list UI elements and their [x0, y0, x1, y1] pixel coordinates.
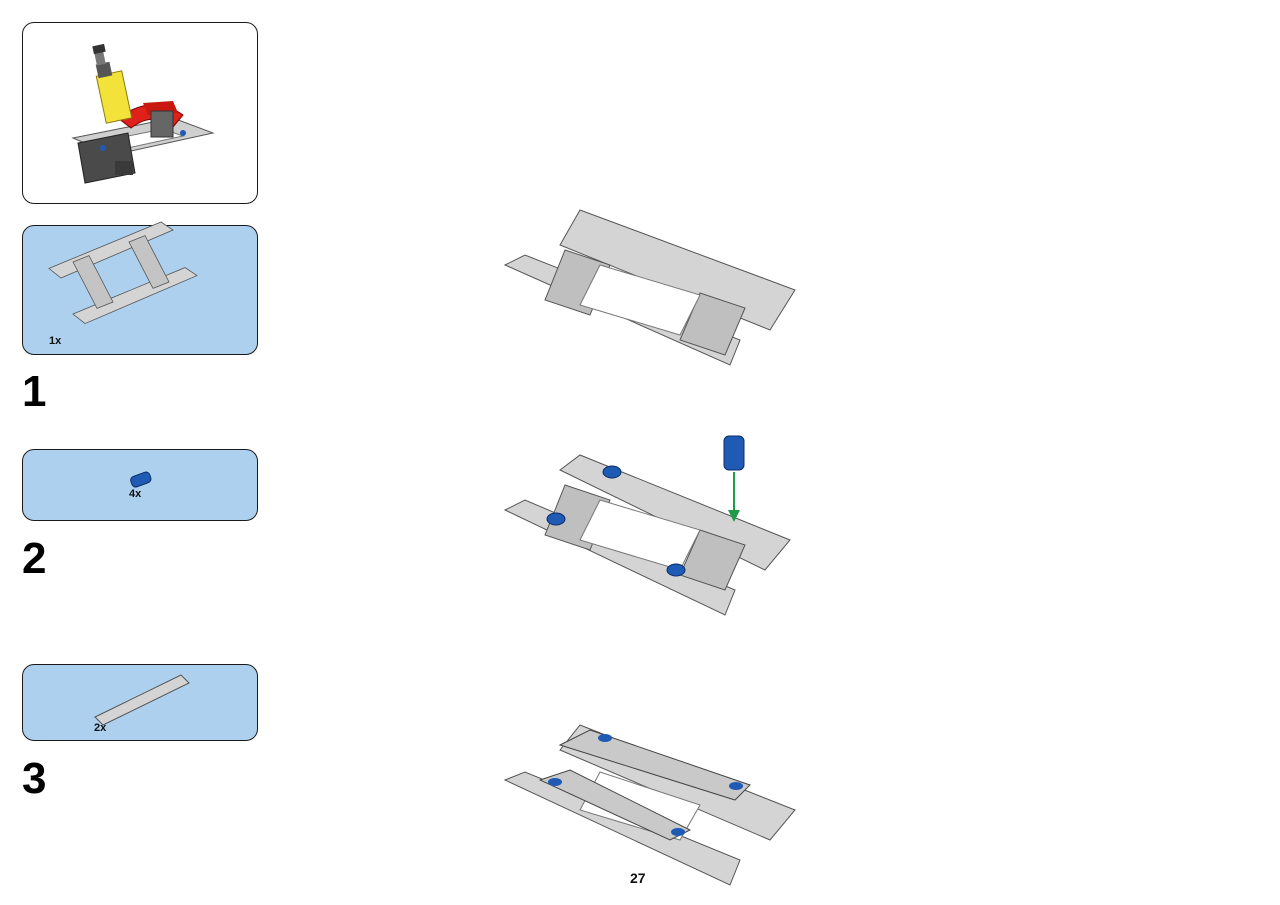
blue-pin	[666, 563, 686, 577]
step-number: 2	[22, 534, 47, 583]
step-number: 3	[22, 754, 47, 803]
step-3-illustration	[503, 724, 796, 886]
part-quantity: 2x	[94, 722, 107, 734]
blue-pin	[671, 828, 685, 836]
blue-pin	[602, 465, 622, 479]
part-quantity: 1x	[49, 335, 62, 347]
blue-pin	[546, 512, 566, 526]
page-number: 27	[630, 870, 646, 886]
step-3-parts-panel: 2x	[22, 664, 258, 741]
model-preview-image	[71, 43, 215, 184]
blue-pin	[723, 435, 745, 471]
step-number: 1	[22, 367, 47, 416]
model-preview-panel	[22, 22, 258, 204]
frame-part-image	[48, 221, 198, 325]
part-quantity: 4x	[129, 488, 142, 500]
step-1-illustration	[503, 209, 796, 366]
beam-part-image	[94, 674, 190, 726]
blue-pin	[729, 782, 743, 790]
blue-pin	[548, 778, 562, 786]
step-2-parts-panel: 4x	[22, 449, 258, 521]
blue-pin	[598, 734, 612, 742]
blue-pin-part-image	[130, 471, 152, 488]
step-1-parts-panel: 1x	[22, 221, 258, 355]
step-2-illustration	[503, 435, 791, 616]
